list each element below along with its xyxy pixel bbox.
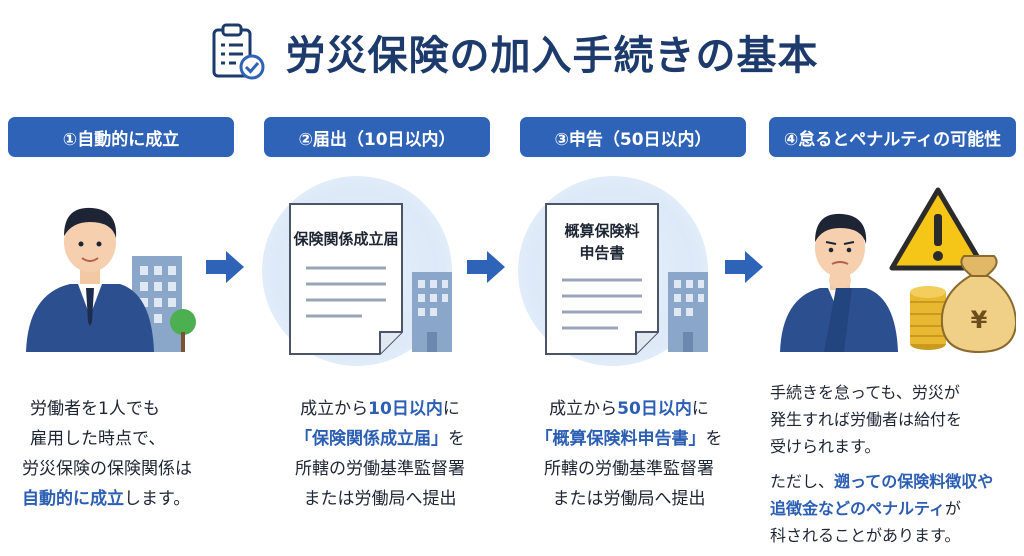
step-1-illustration	[20, 176, 220, 376]
money-bag-icon: ¥	[940, 255, 1018, 354]
desc-highlight: 10日以内	[368, 399, 443, 419]
step-3-description: 成立から50日以内に 「概算保険料申告書」を 所轄の労働基準監督署 または労働局…	[504, 394, 754, 514]
arrow-right-icon	[206, 251, 244, 283]
desc-line: 成立から10日以内に	[300, 399, 460, 419]
desc-line: 所轄の労働基準監督署	[544, 459, 714, 479]
step-4-label: ④怠るとペナルティの可能性	[769, 117, 1016, 157]
step-1-description: 労働者を1人でも 雇用した時点で、 労災保険の保険関係は 自動的に成立します。	[22, 394, 252, 514]
desc-line: 雇用した時点で、	[30, 429, 166, 449]
desc-line: 所轄の労働基準監督署	[295, 459, 465, 479]
arrow-right-icon	[725, 251, 763, 283]
desc-line: 自動的に成立します。	[22, 489, 191, 509]
desc-line: 「概算保険料申告書」を	[535, 429, 723, 449]
desc-line: 成立から50日以内に	[549, 399, 709, 419]
step-3-label: ③申告（50日以内）	[520, 117, 746, 157]
document-title-line2: 申告書	[579, 244, 624, 262]
arrow-right-icon	[467, 251, 505, 283]
worker-illustration	[26, 207, 196, 352]
step-2-illustration: 保険関係成立届	[262, 176, 462, 376]
desc-highlight: 50日以内	[617, 399, 692, 419]
desc-line: 手続きを怠っても、労災が	[770, 383, 960, 402]
office-building-icon	[668, 272, 708, 352]
title-row: 労災保険の加入手続きの基本	[0, 12, 1024, 92]
desc-highlight: 自動的に成立	[22, 489, 124, 509]
document-icon: 保険関係成立届	[289, 203, 403, 355]
desc-highlight: 遡っての保険料徴収や	[834, 472, 994, 491]
desc-line: 受けられます。	[770, 437, 881, 456]
desc-highlight: 「保険関係成立届」	[295, 429, 448, 449]
desc-line: または労働局へ提出	[303, 489, 457, 509]
desc-line: 追徴金などのペナルティが	[770, 499, 962, 518]
office-building-icon	[412, 272, 452, 352]
clipboard-check-icon	[212, 23, 264, 80]
desc-line: 「保険関係成立届」を	[295, 429, 465, 449]
desc-line: 労働者を1人でも	[30, 399, 160, 419]
step-1-label: ①自動的に成立	[8, 117, 234, 157]
warning-icon	[889, 187, 987, 271]
desc-line: 科されることがあります。	[770, 526, 961, 545]
step-4-illustration: ¥	[780, 176, 1018, 376]
page-title: 労災保険の加入手続きの基本	[285, 33, 819, 79]
document-title-line1: 概算保険料	[564, 222, 639, 240]
step-2-description: 成立から10日以内に 「保険関係成立届」を 所轄の労働基準監督署 または労働局へ…	[256, 394, 504, 514]
worried-worker-illustration	[780, 213, 898, 352]
desc-line: または労働局へ提出	[552, 489, 706, 509]
desc-highlight: 追徴金などのペナルティ	[770, 499, 946, 518]
desc-line: 労災保険の保険関係は	[22, 459, 192, 479]
coins-icon	[910, 286, 946, 350]
desc-highlight: 「概算保険料申告書」	[535, 429, 706, 449]
yen-symbol: ¥	[971, 306, 988, 334]
desc-line: ただし、遡っての保険料徴収や	[770, 472, 994, 491]
step-2-label: ②届出（10日以内）	[264, 117, 490, 157]
step-4-description: 手続きを怠っても、労災が 発生すれば労働者は給付を 受けられます。 ただし、遡っ…	[770, 379, 1020, 549]
document-icon: 概算保険料 申告書	[545, 203, 659, 355]
document-title: 保険関係成立届	[292, 230, 398, 248]
desc-line: 発生すれば労働者は給付を	[770, 410, 963, 429]
step-3-illustration: 概算保険料 申告書	[518, 176, 718, 376]
